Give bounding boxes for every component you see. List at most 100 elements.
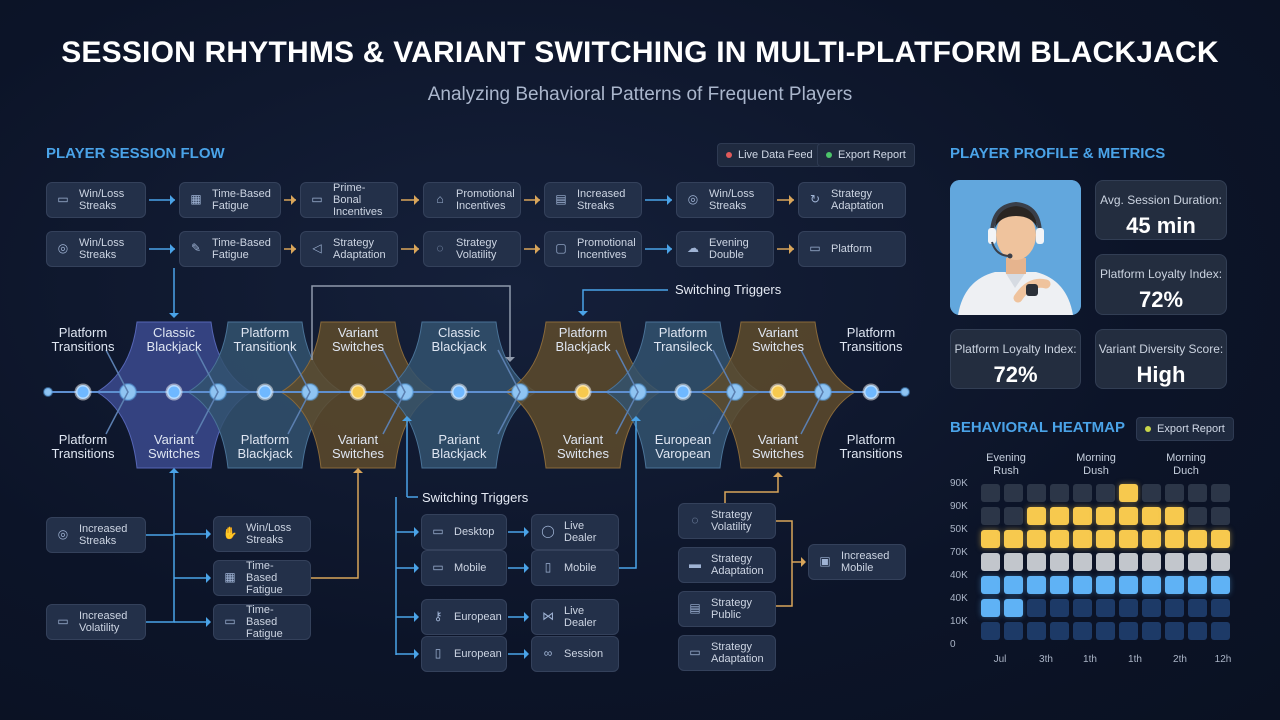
row1-factor-1-label: Time-Based Fatigue [212, 187, 271, 212]
mid-left-2-label: European [454, 610, 502, 623]
heatmap-cell [1188, 622, 1207, 640]
live-data-feed-label: Live Data Feed [738, 149, 813, 161]
row2-factor-3[interactable]: ◌Strategy Volatility [423, 231, 521, 267]
left-source-1[interactable]: ▭Increased Volatility [46, 604, 146, 640]
row1-factor-1[interactable]: ▦Time-Based Fatigue [179, 182, 281, 218]
export-report-button[interactable]: Export Report [817, 143, 915, 167]
left-target-0-label: Win/Loss Streaks [246, 521, 292, 546]
heatmap-cell [1096, 599, 1115, 617]
left-target-1[interactable]: ▦Time-Based Fatigue [213, 560, 311, 596]
metric-card-3: Variant Diversity Score:High [1095, 329, 1227, 389]
heatmap-cell [1165, 576, 1184, 594]
metric-label-3: Variant Diversity Score: [1098, 342, 1224, 356]
mid-left-0-label: Desktop [454, 525, 495, 538]
heatmap-y-label-6: 10K [950, 616, 968, 627]
mid-left-1[interactable]: ▭Mobile [421, 550, 507, 586]
heatmap-cell [1027, 622, 1046, 640]
heatmap-cell [1050, 599, 1069, 617]
band-bottom-label-7: Variant Switches [751, 432, 805, 462]
mid-left-2[interactable]: ⚷European [421, 599, 507, 635]
calendar-icon: ▦ [224, 570, 236, 585]
band-bottom-label-3: Variant Switches [331, 432, 385, 462]
row2-factor-5[interactable]: ☁Evening Double [676, 231, 774, 267]
row1-factor-3[interactable]: ⌂Promotional Incentives [423, 182, 521, 218]
heatmap-cell [1142, 484, 1161, 502]
row1-factor-2[interactable]: ▭Prime-Bonal Incentives [300, 182, 398, 218]
row1-factor-3-label: Promotional Incentives [456, 187, 515, 212]
heatmap-cell [1165, 622, 1184, 640]
user-icon: ◯ [541, 524, 555, 539]
left-target-0[interactable]: ✋Win/Loss Streaks [213, 516, 311, 552]
heatmap-cell [1142, 507, 1161, 525]
heatmap-cell [1188, 484, 1207, 502]
bulb-icon: ◌ [436, 241, 444, 256]
monitor-icon: ▭ [809, 241, 821, 256]
chip-icon: ◎ [57, 527, 69, 542]
document-icon: ▤ [689, 601, 701, 616]
mid-left-3-label: European [454, 647, 502, 660]
heatmap-cell [1142, 576, 1161, 594]
row2-factor-4-label: Promotional Incentives [577, 236, 636, 261]
heatmap-cell [1027, 553, 1046, 571]
heatmap-cell [1188, 530, 1207, 548]
row1-factor-0[interactable]: ▭Win/Loss Streaks [46, 182, 146, 218]
row2-factor-2[interactable]: ◁Strategy Adaptation [300, 231, 398, 267]
mid-right-3-label: Session [564, 647, 604, 660]
row2-factor-1-label: Time-Based Fatigue [212, 236, 271, 261]
row2-factor-4[interactable]: ▢Promotional Incentives [544, 231, 642, 267]
left-target-2[interactable]: ▭Time-Based Fatigue [213, 604, 311, 640]
heatmap-cell [1119, 530, 1138, 548]
mid-right-3[interactable]: ∞Session [531, 636, 619, 672]
heatmap-cell [1211, 553, 1230, 571]
row2-factor-6-label: Platform [831, 242, 872, 255]
heatmap-cell [1188, 599, 1207, 617]
left-source-0[interactable]: ◎Increased Streaks [46, 517, 146, 553]
band-top-label-3: Variant Switches [331, 325, 385, 355]
band-top-label-1: Classic Blackjack [146, 325, 202, 355]
row2-factor-0[interactable]: ◎Win/Loss Streaks [46, 231, 146, 267]
heatmap-cell [1004, 484, 1023, 502]
mid-right-1[interactable]: ▯Mobile [531, 550, 619, 586]
metric-label-2: Platform Loyalty Index: [954, 342, 1077, 356]
row2-factor-1[interactable]: ✎Time-Based Fatigue [179, 231, 281, 267]
heatmap-cell [1142, 530, 1161, 548]
mid-right-0[interactable]: ◯Live Dealer [531, 514, 619, 550]
right-stack-0[interactable]: ◌Strategy Volatility [678, 503, 776, 539]
right-stack-1-label: Strategy Adaptation [711, 552, 764, 577]
heatmap-y-label-3: 70K [950, 547, 968, 558]
export-report-label: Export Report [838, 149, 906, 161]
row1-factor-5[interactable]: ◎Win/Loss Streaks [676, 182, 774, 218]
heatmap-cell [1096, 576, 1115, 594]
row2-factor-0-label: Win/Loss Streaks [79, 236, 125, 261]
mid-right-2[interactable]: ⋈Live Dealer [531, 599, 619, 635]
row2-factor-6[interactable]: ▭ Platform [798, 231, 906, 267]
heatmap-cell [1119, 553, 1138, 571]
heatmap-y-label-4: 40K [950, 570, 968, 581]
heatmap-cell [1211, 530, 1230, 548]
band-bottom-label-1: Variant Switches [147, 432, 201, 462]
heatmap-cell [1004, 576, 1023, 594]
heatmap-cell [981, 622, 1000, 640]
heatmap-cell [1073, 622, 1092, 640]
right-stack-2[interactable]: ▤Strategy Public [678, 591, 776, 627]
mid-left-3[interactable]: ▯European [421, 636, 507, 672]
chat-icon: ▭ [689, 645, 701, 660]
heatmap-cell [1004, 507, 1023, 525]
live-data-feed-badge[interactable]: Live Data Feed [717, 143, 822, 167]
right-stack-1[interactable]: ▬Strategy Adaptation [678, 547, 776, 583]
heatmap-cell [1119, 576, 1138, 594]
heatmap-export-button[interactable]: Export Report [1136, 417, 1234, 441]
metric-card-1: Platform Loyalty Index:72% [1095, 254, 1227, 315]
right-target[interactable]: ▣Increased Mobile [808, 544, 906, 580]
row1-factor-4[interactable]: ▤Increased Streaks [544, 182, 642, 218]
heatmap-top-label-0: Evening Rush [986, 452, 1026, 477]
heatmap-cell [1096, 622, 1115, 640]
heatmap-cell [1073, 576, 1092, 594]
row1-factor-4-label: Increased Streaks [577, 187, 626, 212]
export-dot-icon [826, 152, 832, 158]
heatmap-cell [1211, 484, 1230, 502]
right-stack-3[interactable]: ▭Strategy Adaptation [678, 635, 776, 671]
row1-factor-6[interactable]: ↻Strategy Adaptation [798, 182, 906, 218]
mid-left-0[interactable]: ▭Desktop [421, 514, 507, 550]
live-dot-icon [726, 152, 732, 158]
